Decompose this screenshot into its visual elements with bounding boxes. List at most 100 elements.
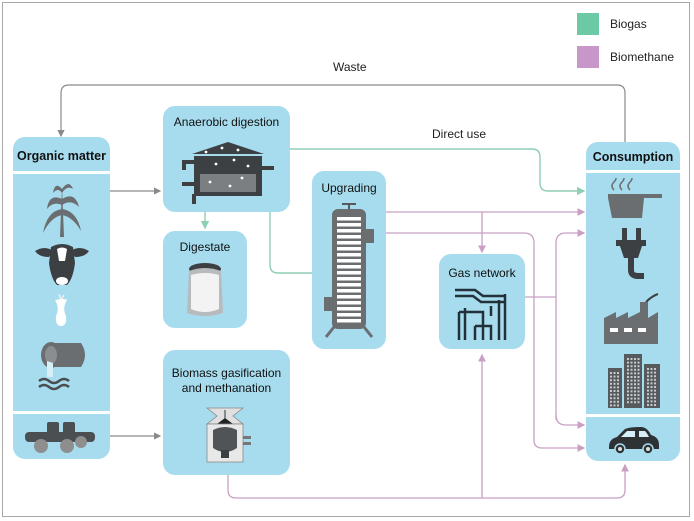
column-tray	[337, 259, 361, 263]
building-window	[650, 396, 653, 399]
building-window	[634, 358, 636, 360]
building-window	[637, 383, 640, 386]
building-window	[630, 397, 633, 400]
building-window	[647, 389, 649, 392]
building-window	[630, 365, 633, 368]
column-tray	[337, 283, 361, 287]
building-window	[634, 386, 636, 389]
building-window	[617, 379, 619, 382]
title-divider	[13, 171, 110, 174]
building-window	[617, 386, 619, 389]
building-window	[617, 404, 619, 407]
direct-use-flow	[290, 148, 586, 196]
building-window	[617, 393, 619, 396]
building-window	[613, 390, 616, 392]
figure-frame	[2, 2, 690, 517]
column-tray	[337, 271, 361, 275]
column-tray	[337, 235, 361, 239]
building-window	[630, 383, 633, 386]
legend-label-biogas: Biogas	[610, 17, 647, 31]
biomass-gasification-box: Biomass gasification and methanation	[163, 350, 290, 475]
building-window	[647, 386, 649, 388]
solid-biomass-box	[13, 414, 110, 459]
column-tray	[337, 307, 361, 311]
building-window	[634, 379, 636, 382]
digestion-to-upgrading-flow	[269, 212, 312, 274]
building-window	[634, 383, 636, 386]
consumption-box: Consumption	[586, 142, 680, 414]
direct-use-label: Direct use	[432, 127, 487, 141]
building-window	[647, 393, 649, 396]
building-window	[630, 379, 633, 382]
building-window	[617, 400, 619, 403]
gasifier-icon	[205, 407, 251, 463]
anaerobic-digestion-title: Anaerobic digestion	[173, 115, 280, 129]
building-window	[627, 386, 629, 389]
building-window	[647, 371, 649, 374]
gasification-title-line2: and methanation	[181, 381, 272, 395]
transport-box	[586, 417, 680, 461]
digestate-title: Digestate	[179, 240, 231, 254]
building-window	[627, 365, 629, 368]
building-window	[627, 368, 629, 371]
building-window	[637, 390, 640, 393]
building-window	[610, 386, 612, 389]
building-window	[634, 365, 636, 368]
gasification-output-flow	[227, 463, 629, 499]
building-window	[654, 378, 656, 381]
building-window	[654, 404, 656, 406]
column-tray	[337, 247, 361, 251]
building-window	[650, 382, 653, 385]
building-window	[654, 396, 656, 399]
building-window	[650, 400, 653, 403]
building-window	[630, 358, 633, 360]
building-window	[634, 376, 636, 378]
anaerobic-digestion-box: Anaerobic digestion	[163, 106, 290, 212]
building-window	[634, 397, 636, 400]
building-window	[634, 368, 636, 371]
upgrading-column-icon	[324, 203, 374, 338]
building-window	[630, 390, 633, 393]
building-window	[617, 375, 619, 378]
building-window	[610, 404, 612, 407]
gasification-title-line1: Biomass gasification	[171, 366, 282, 380]
waste-flow	[57, 84, 626, 142]
legend-swatch-biogas	[577, 13, 599, 35]
building-window	[613, 397, 616, 400]
factory-icon	[604, 293, 659, 344]
building-window	[647, 396, 649, 399]
column-tray	[337, 301, 361, 305]
column-tray	[337, 319, 361, 323]
upgrading-title: Upgrading	[321, 181, 377, 195]
wastewater-pipe-icon	[38, 342, 85, 391]
building-window	[613, 372, 616, 374]
wood-logs-icon	[25, 422, 95, 453]
building-window	[630, 394, 633, 396]
building-window	[637, 361, 640, 364]
building-window	[627, 358, 629, 360]
building-window	[650, 389, 653, 392]
column-tray	[337, 253, 361, 257]
building-window	[613, 386, 616, 389]
building-window	[630, 372, 633, 375]
building-window	[647, 375, 649, 378]
building-window	[650, 371, 653, 374]
building-window	[627, 379, 629, 382]
building-window	[634, 361, 636, 364]
building-window	[634, 372, 636, 375]
column-tray	[337, 289, 361, 293]
building-window	[637, 386, 640, 389]
cow-icon	[35, 244, 89, 285]
building-window	[654, 375, 656, 378]
building-window	[613, 375, 616, 378]
building-window	[610, 393, 612, 396]
column-tray	[337, 223, 361, 227]
building-window	[627, 383, 629, 386]
column-tray	[337, 313, 361, 317]
building-window	[630, 361, 633, 364]
gas-network-title: Gas network	[448, 266, 516, 280]
organic-matter-title: Organic matter	[17, 149, 106, 163]
building-window	[650, 404, 653, 406]
building-window	[627, 397, 629, 400]
